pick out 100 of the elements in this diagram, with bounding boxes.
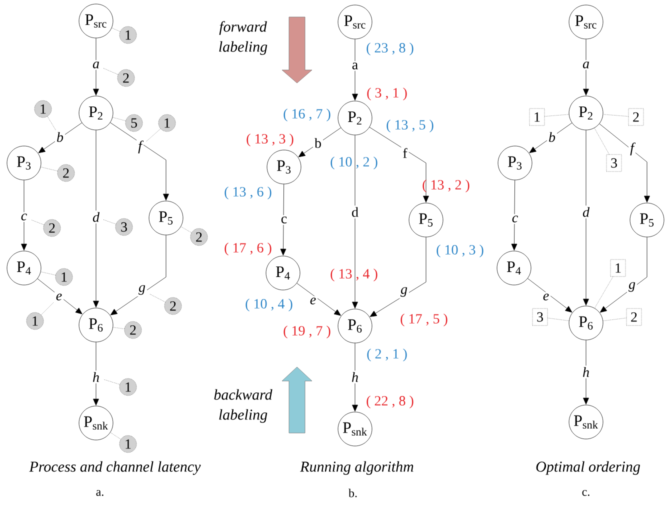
arrow bbox=[352, 343, 358, 412]
arrow bbox=[369, 127, 429, 202]
arrow bbox=[37, 278, 82, 314]
order-box: 3 bbox=[606, 154, 622, 172]
label-pair: ( 17 , 5 ) bbox=[400, 314, 448, 326]
edge-label: a bbox=[91, 60, 101, 70]
label-pair: ( 13 , 2 ) bbox=[422, 180, 470, 192]
arrow bbox=[352, 39, 358, 100]
leader-line bbox=[112, 327, 125, 330]
latency-badge: 2 bbox=[164, 297, 182, 315]
arrow bbox=[370, 237, 426, 317]
latency-badge: 3 bbox=[115, 218, 133, 236]
arrow bbox=[583, 39, 589, 96]
arrow bbox=[600, 237, 648, 313]
arrow bbox=[599, 124, 650, 202]
panel-letter: b. bbox=[348, 488, 357, 498]
edge-label: c bbox=[19, 212, 29, 222]
label-pair: ( 13 , 3 ) bbox=[246, 134, 294, 146]
edge-label: d bbox=[350, 206, 360, 218]
edge-label: b bbox=[547, 130, 557, 144]
latency-badge: 2 bbox=[124, 321, 142, 339]
arrow bbox=[21, 180, 27, 250]
label-pair: ( 13 , 4 ) bbox=[330, 268, 378, 282]
latency-badge: 1 bbox=[26, 312, 44, 330]
edge-label: g bbox=[137, 284, 147, 296]
latency-badge: 1 bbox=[119, 378, 137, 396]
edge-label: a bbox=[581, 60, 591, 70]
edge-label: h bbox=[91, 370, 101, 384]
arrow bbox=[110, 122, 169, 200]
panel-letter: a. bbox=[96, 490, 104, 496]
arrow bbox=[110, 235, 166, 316]
leader-line bbox=[103, 379, 120, 385]
latency-badge: 2 bbox=[190, 228, 208, 246]
edge-label: e bbox=[54, 292, 64, 302]
arrow bbox=[298, 128, 342, 158]
arrow bbox=[583, 130, 589, 306]
label-pair: ( 10 , 3 ) bbox=[436, 244, 484, 258]
label-pair: ( 3 , 1 ) bbox=[367, 88, 407, 100]
arrow bbox=[527, 278, 572, 312]
edge-label: g bbox=[399, 286, 409, 298]
arrow bbox=[38, 122, 82, 154]
label-pair: ( 2 , 1 ) bbox=[367, 348, 407, 362]
direction-note: forward labeling bbox=[219, 21, 268, 55]
order-box: 2 bbox=[628, 108, 644, 126]
leader-line bbox=[112, 28, 120, 32]
latency-badge: 5 bbox=[125, 114, 143, 132]
arrow bbox=[296, 283, 341, 316]
order-box: 3 bbox=[532, 308, 548, 326]
label-pair: ( 10 , 4 ) bbox=[246, 298, 292, 312]
leader-line bbox=[180, 226, 192, 233]
leader-line bbox=[544, 114, 570, 117]
panel-caption: Running algorithm bbox=[300, 461, 414, 475]
edge-label: a bbox=[350, 61, 360, 71]
label-pair: ( 19 , 7 ) bbox=[284, 326, 330, 338]
edge-label: f bbox=[401, 146, 409, 160]
panel-caption: Optimal ordering bbox=[536, 461, 640, 475]
label-pair: ( 10 , 2 ) bbox=[330, 156, 378, 170]
arrow bbox=[280, 184, 286, 256]
order-box: 1 bbox=[529, 108, 545, 126]
edge-label: g bbox=[627, 280, 637, 294]
leader-line bbox=[40, 166, 58, 172]
leader-line bbox=[40, 302, 54, 316]
arrow bbox=[93, 342, 99, 406]
leader-line bbox=[148, 294, 166, 302]
label-pair: ( 17 , 6 ) bbox=[224, 242, 272, 256]
leader-line bbox=[112, 117, 126, 121]
arrow bbox=[529, 122, 572, 153]
label-pair: ( 22 , 8 ) bbox=[366, 396, 414, 408]
edge-label: h bbox=[581, 366, 591, 378]
latency-badge: 1 bbox=[119, 435, 137, 453]
panel-letter: c. bbox=[582, 490, 590, 496]
leader-line bbox=[146, 128, 161, 142]
panel-caption: Process and channel latency bbox=[29, 461, 201, 475]
edge-label: b bbox=[313, 136, 323, 150]
edge-label: h bbox=[350, 370, 360, 384]
leader-line bbox=[548, 318, 570, 321]
label-pair: ( 13 , 5 ) bbox=[386, 120, 434, 132]
leader-line bbox=[602, 114, 628, 117]
leader-line bbox=[40, 272, 56, 276]
leader-line bbox=[602, 318, 626, 322]
latency-badge: 2 bbox=[43, 219, 61, 237]
arrow bbox=[511, 180, 518, 250]
order-box: 2 bbox=[626, 308, 642, 326]
arrow bbox=[93, 38, 99, 96]
arrow bbox=[352, 135, 358, 308]
direction-note: backward labeling bbox=[214, 389, 272, 423]
label-pair: ( 16 , 7 ) bbox=[284, 108, 330, 122]
leader-line bbox=[31, 220, 44, 226]
latency-badge: 1 bbox=[119, 26, 137, 44]
edge-label: b bbox=[55, 130, 65, 144]
edge-label: d bbox=[91, 210, 101, 224]
latency-badge: 2 bbox=[57, 164, 75, 182]
edge-label: c bbox=[510, 214, 520, 224]
leader-line bbox=[103, 68, 118, 75]
latency-badge: 1 bbox=[34, 100, 52, 118]
order-box: 1 bbox=[610, 259, 626, 277]
edge-label: f bbox=[628, 141, 636, 157]
arrow bbox=[583, 340, 589, 404]
leader-line bbox=[110, 432, 121, 440]
latency-badge: 1 bbox=[158, 114, 176, 132]
